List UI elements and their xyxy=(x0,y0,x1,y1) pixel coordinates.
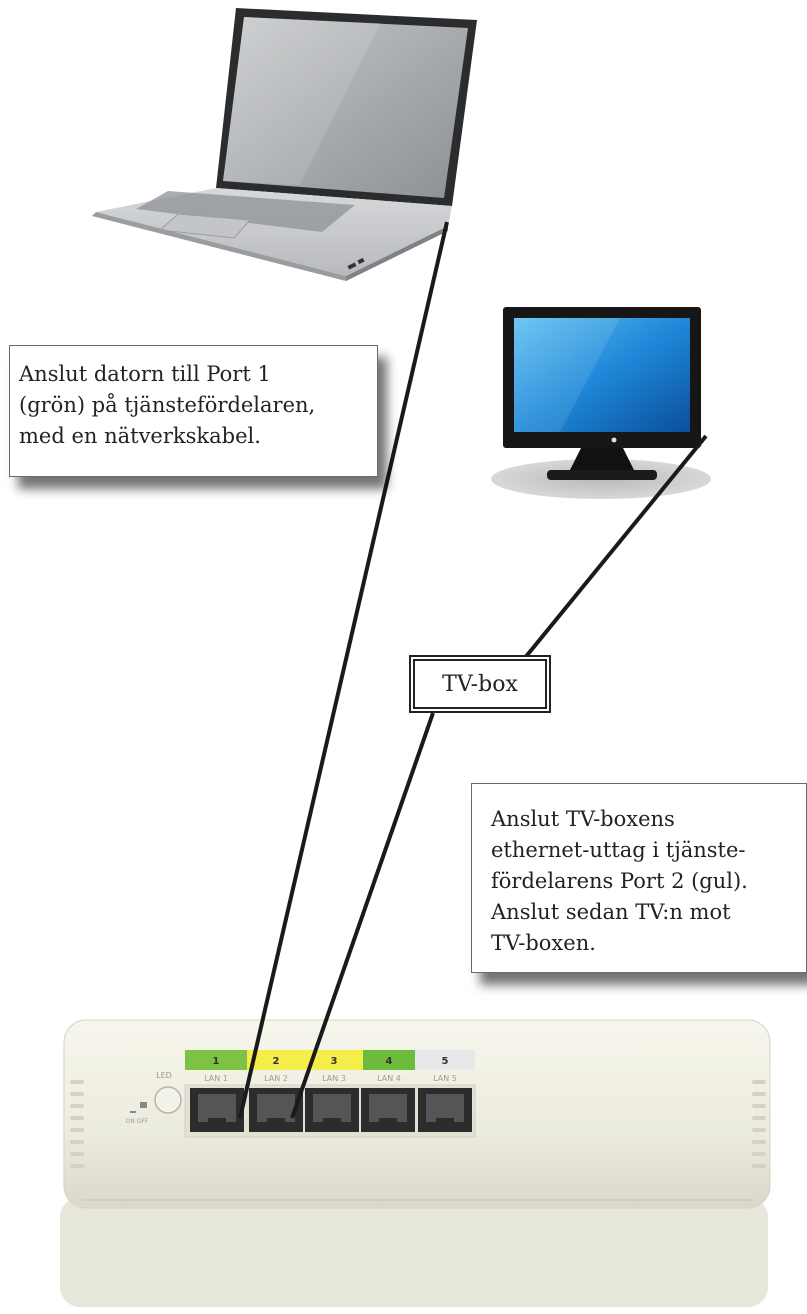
port-4-tab xyxy=(363,1050,415,1070)
port-5-tab xyxy=(415,1050,475,1070)
port-1-number: 1 xyxy=(213,1056,220,1067)
tv-icon xyxy=(491,307,711,499)
port-3-lan-label: LAN 3 xyxy=(322,1074,346,1083)
led-button[interactable] xyxy=(154,1086,182,1114)
laptop-instruction-line-2: (grön) på tjänstefördelaren, xyxy=(19,393,316,417)
tvbox-instruction-line-3: fördelarens Port 2 (gul). xyxy=(491,869,748,893)
laptop-touchpad xyxy=(158,213,252,239)
port-3-tab xyxy=(305,1050,363,1070)
tvbox-label: TV-box xyxy=(409,655,551,713)
laptop-screen xyxy=(223,17,468,198)
tvbox-instruction-line-4: Anslut sedan TV:n mot xyxy=(491,900,731,924)
port-5-number: 5 xyxy=(442,1056,449,1067)
power-switch[interactable] xyxy=(140,1102,147,1108)
cable-tv-tvbox xyxy=(522,434,708,661)
cables xyxy=(238,221,708,1119)
laptop-instruction-line-1: Anslut datorn till Port 1 xyxy=(19,362,271,386)
laptop-icon xyxy=(92,8,477,281)
ethernet-port-5[interactable] xyxy=(418,1088,472,1132)
led-label: LED xyxy=(156,1071,172,1080)
ethernet-port-3[interactable] xyxy=(305,1088,359,1132)
tvbox-instruction-line-1: Anslut TV-boxens xyxy=(491,807,675,831)
port-1-tab xyxy=(185,1050,247,1070)
port-3-number: 3 xyxy=(331,1056,338,1067)
ethernet-port-4[interactable] xyxy=(361,1088,415,1132)
switch-label: ON OFF xyxy=(126,1118,149,1125)
tvbox-instruction-line-2: ethernet-uttag i tjänste- xyxy=(491,838,746,862)
ethernet-port-1[interactable] xyxy=(190,1088,244,1132)
port-1-lan-label: LAN 1 xyxy=(204,1074,228,1083)
cable-tvbox-port2 xyxy=(290,712,435,1119)
tvbox-instruction-note: Anslut TV-boxens ethernet-uttag i tjänst… xyxy=(471,783,807,973)
router-base xyxy=(60,1197,768,1307)
port-4-lan-label: LAN 4 xyxy=(377,1074,401,1083)
tvbox-instruction-line-5: TV-boxen. xyxy=(491,931,596,955)
port-5-lan-label: LAN 5 xyxy=(433,1074,457,1083)
laptop-keyboard xyxy=(136,191,355,232)
tv-screen xyxy=(514,318,690,432)
laptop-instruction-note: Anslut datorn till Port 1 (grön) på tjän… xyxy=(9,345,378,477)
port-4-number: 4 xyxy=(386,1056,393,1067)
port-2-tab xyxy=(247,1050,305,1070)
port-2-number: 2 xyxy=(273,1056,280,1067)
ethernet-port-2[interactable] xyxy=(249,1088,303,1132)
port-2-lan-label: LAN 2 xyxy=(264,1074,288,1083)
cable-laptop-port1 xyxy=(238,221,449,1119)
router-icon: 1 2 3 4 5 LAN 1 LAN 2 LAN 3 LAN 4 LAN 5 xyxy=(60,1019,771,1307)
laptop-instruction-line-3: med en nätverkskabel. xyxy=(19,424,261,448)
